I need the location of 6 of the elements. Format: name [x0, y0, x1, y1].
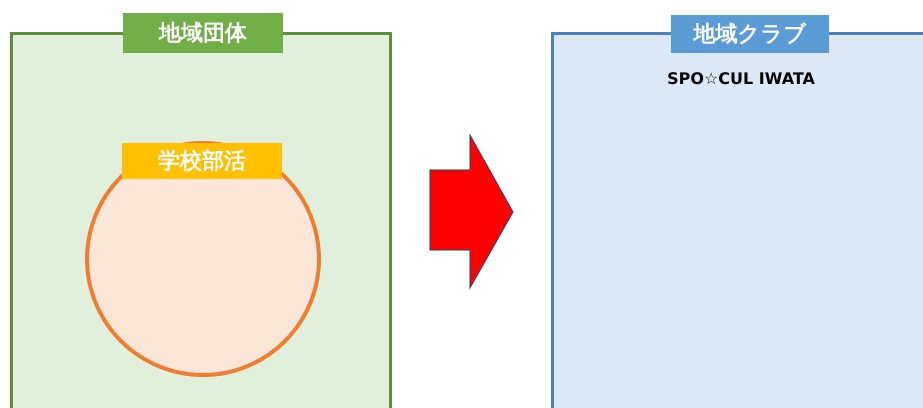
- circle-area: [85, 141, 321, 377]
- heading-tab: 地域団体: [123, 13, 283, 53]
- heading-tab: 地域クラブ: [671, 15, 829, 53]
- block-arrow: [430, 133, 514, 290]
- heading-tab: 学校部活: [122, 143, 282, 179]
- club-name: SPO☆CUL IWATA: [666, 68, 816, 90]
